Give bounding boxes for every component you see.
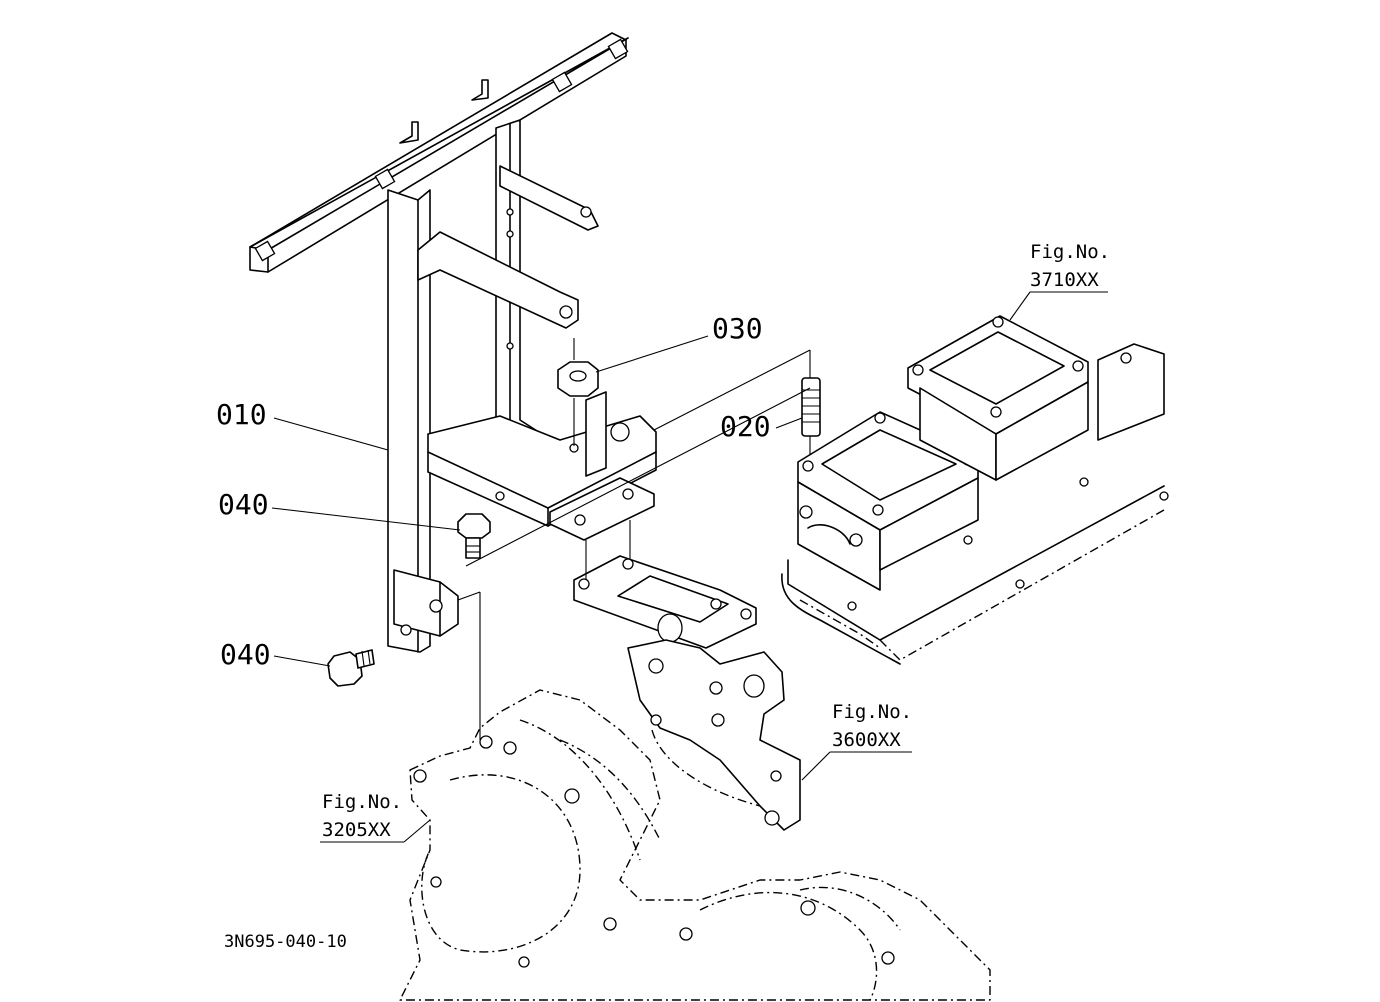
- ref-3600-caption: Fig.No.: [832, 701, 912, 723]
- u-frame-bracket: [417, 119, 657, 541]
- bolt-040-upper: [457, 513, 491, 559]
- label-part-010: 010: [216, 398, 267, 431]
- hex-nut-030: [557, 338, 599, 446]
- leader-lines: [271, 291, 1108, 843]
- drawing-code: 3N695-040-10: [224, 932, 347, 952]
- manifold-assembly-3710xx: [781, 315, 1169, 665]
- gear-case-3205xx: [399, 689, 991, 1001]
- label-part-040-upper: 040: [218, 488, 269, 521]
- ref-3600-number: 3600XX: [832, 729, 901, 751]
- ref-3205-number: 3205XX: [322, 819, 391, 841]
- bolt-040-lower: [327, 649, 375, 687]
- label-part-020: 020: [720, 410, 771, 443]
- ref-3710-number: 3710XX: [1030, 269, 1099, 291]
- top-mounting-bar: [249, 32, 629, 273]
- vertical-bracket-010: [387, 189, 459, 653]
- label-part-040-lower: 040: [220, 638, 271, 671]
- label-part-030: 030: [712, 312, 763, 345]
- stud-020: [801, 350, 821, 480]
- ref-3710-caption: Fig.No.: [1030, 241, 1110, 263]
- ref-3205-caption: Fig.No.: [322, 791, 402, 813]
- thermostat-housing-3600xx: [573, 520, 801, 831]
